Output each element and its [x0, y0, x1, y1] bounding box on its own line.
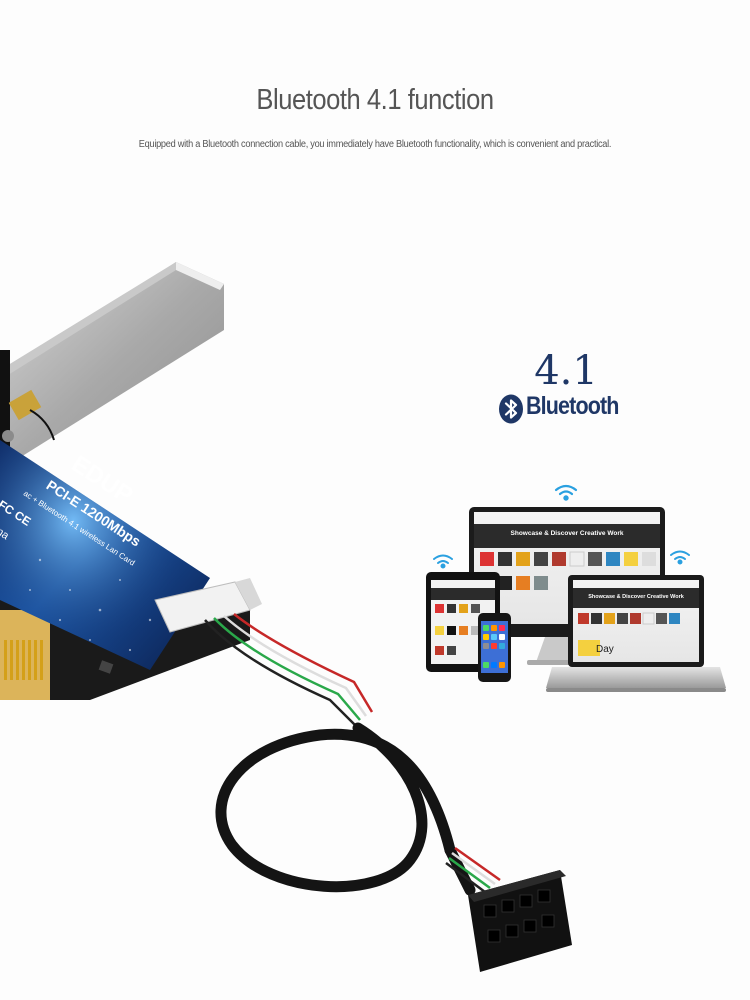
- laptop-tile-label: Day: [596, 644, 614, 655]
- monitor-banner: Showcase & Discover Creative Work: [511, 530, 624, 537]
- wifi-icon: [433, 554, 453, 569]
- pcie-bracket: [0, 262, 224, 470]
- smartphone: [478, 613, 511, 682]
- bluetooth-version: 4.1: [534, 348, 598, 394]
- connector-wires: [445, 846, 501, 894]
- header-plug: [154, 578, 262, 633]
- laptop: Showcase & Discover Creative Work Day: [546, 575, 726, 692]
- wifi-card: EDUP PCI-E 1200Mbps ac + Bluetooth 4.1 w…: [0, 440, 250, 700]
- wifi-icon: [554, 484, 578, 501]
- bluetooth-wordmark: Bluetooth: [526, 392, 619, 420]
- bluetooth-rune-icon: [499, 394, 523, 424]
- page-subtitle: Equipped with a Bluetooth connection cab…: [138, 139, 612, 150]
- wire-bundle: [204, 613, 374, 726]
- page-title: Bluetooth 4.1 function: [256, 84, 494, 116]
- bluetooth-logo: 4.1 Bluetooth: [496, 350, 646, 430]
- usb-cable: [215, 722, 476, 896]
- wifi-icon: [670, 550, 690, 565]
- antenna-connector: [2, 389, 55, 442]
- usb-header-connector: [468, 870, 572, 972]
- devices-illustration: Showcase & Discover Creative Work: [426, 484, 726, 692]
- laptop-banner: Showcase & Discover Creative Work: [588, 594, 685, 600]
